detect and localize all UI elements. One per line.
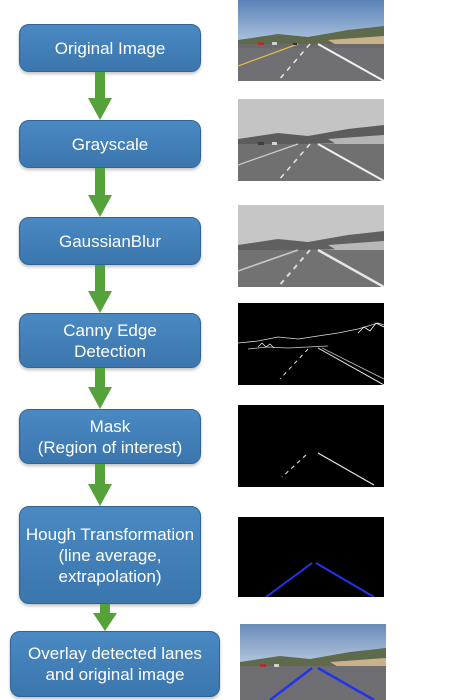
step-grayscale: Grayscale bbox=[19, 120, 201, 168]
thumbnail-mask bbox=[238, 405, 384, 487]
arrow-down-icon bbox=[88, 168, 112, 217]
step-original-image: Original Image bbox=[19, 24, 201, 72]
step-label: Hough Transformation (line average, extr… bbox=[25, 524, 195, 586]
arrow-down-icon bbox=[88, 265, 112, 313]
arrow-down-icon bbox=[88, 72, 112, 120]
step-label: Original Image bbox=[54, 38, 166, 58]
step-canny-edge: Canny Edge Detection bbox=[19, 313, 201, 368]
step-label: Grayscale bbox=[71, 134, 149, 154]
arrow-down-icon bbox=[88, 368, 112, 409]
thumbnail-gaussian-blur bbox=[238, 205, 384, 287]
step-gaussian-blur: GaussianBlur bbox=[19, 217, 201, 265]
thumbnail-original bbox=[238, 0, 384, 81]
step-overlay: Overlay detected lanes and original imag… bbox=[10, 631, 220, 697]
arrow-down-icon bbox=[88, 464, 112, 506]
step-hough: Hough Transformation (line average, extr… bbox=[19, 506, 201, 604]
step-mask: Mask (Region of interest) bbox=[19, 409, 201, 464]
step-label: Canny Edge Detection bbox=[63, 320, 157, 361]
thumbnail-canny-edges bbox=[238, 303, 384, 385]
step-label: GaussianBlur bbox=[58, 231, 162, 251]
step-label: Mask (Region of interest) bbox=[37, 416, 183, 457]
thumbnail-overlay bbox=[240, 624, 386, 700]
arrow-down-icon bbox=[93, 604, 117, 631]
thumbnail-grayscale bbox=[238, 99, 384, 181]
thumbnail-hough bbox=[238, 517, 384, 597]
step-label: Overlay detected lanes and original imag… bbox=[28, 644, 202, 684]
